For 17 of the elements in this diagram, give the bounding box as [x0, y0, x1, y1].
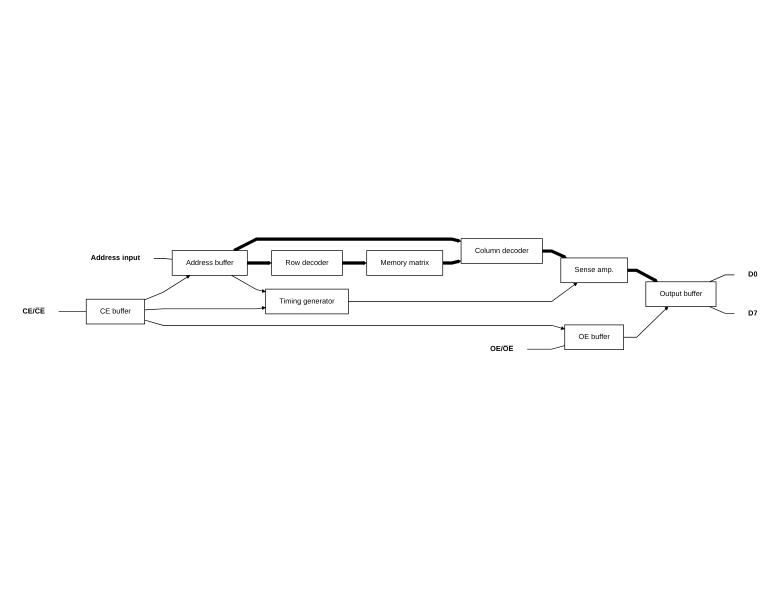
connector — [709, 306, 735, 314]
arrow — [348, 282, 578, 302]
arrow — [233, 237, 462, 252]
arrow — [144, 320, 565, 330]
arrow — [144, 275, 190, 300]
arrow — [623, 306, 668, 338]
connector — [58, 311, 87, 312]
arrow — [342, 260, 367, 265]
connector — [526, 345, 566, 350]
connector — [709, 274, 735, 282]
arrow — [231, 274, 266, 293]
arrow — [144, 306, 266, 310]
arrow — [442, 260, 462, 264]
arrow — [542, 249, 567, 259]
connector — [154, 258, 173, 260]
arrow — [247, 260, 272, 265]
arrow — [627, 268, 658, 282]
